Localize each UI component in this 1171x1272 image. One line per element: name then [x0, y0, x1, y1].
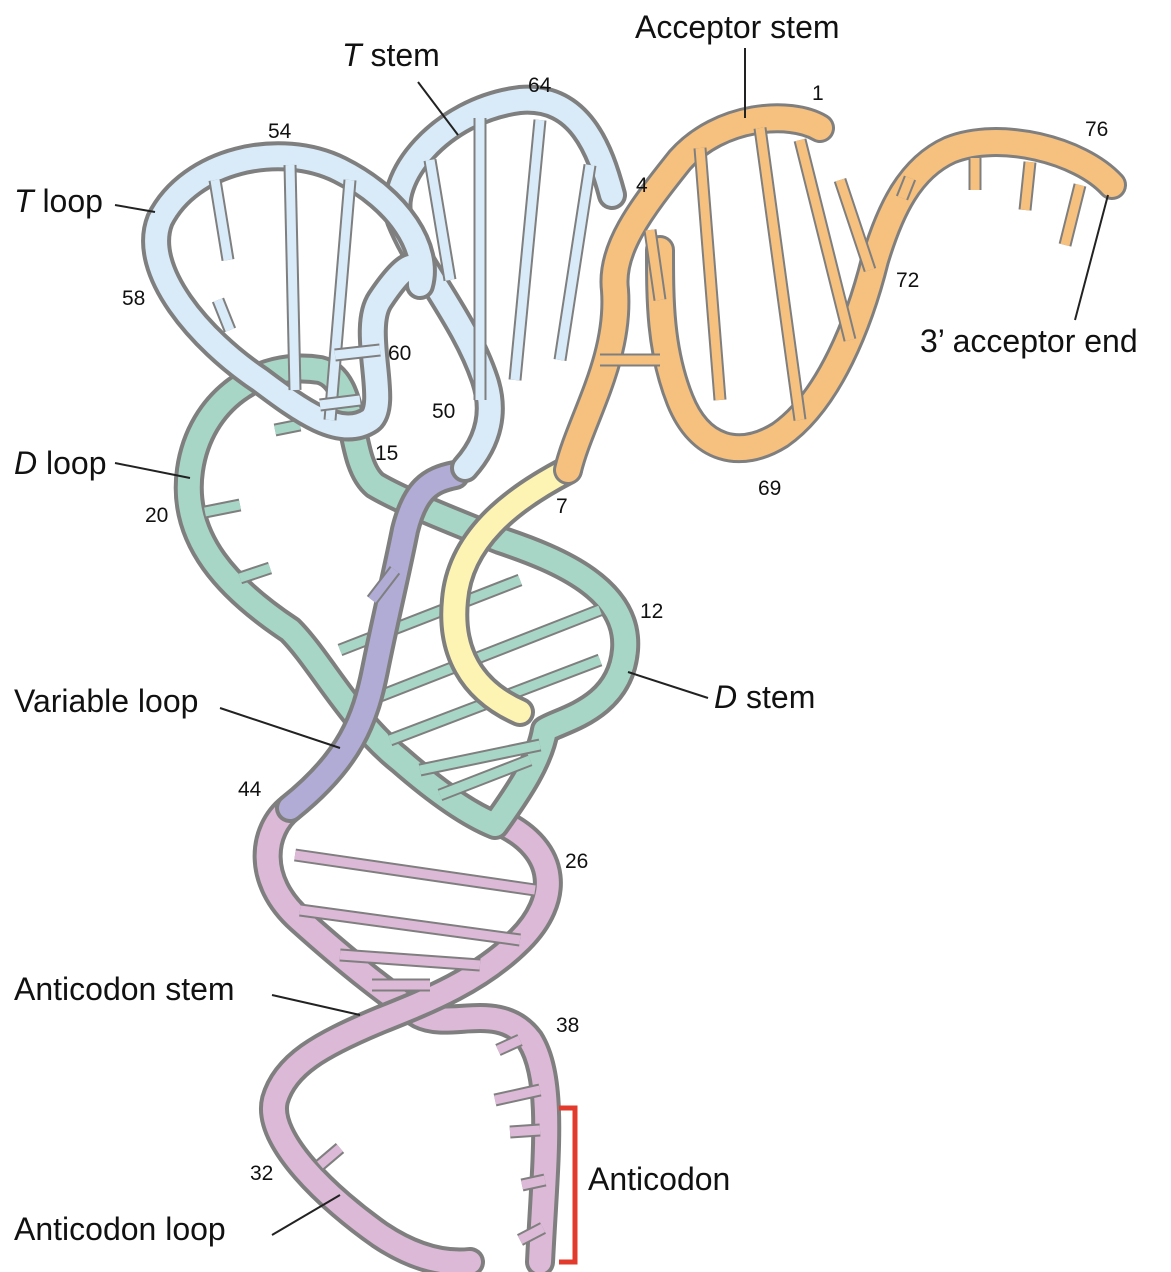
- base-stub: [510, 1130, 540, 1132]
- base-stub: [275, 425, 300, 430]
- leader-t-loop: [115, 205, 155, 212]
- label-anticodon: Anticodon: [588, 1161, 730, 1197]
- base-pair: [840, 180, 870, 270]
- pos-76: 76: [1085, 118, 1108, 141]
- leader-d-stem: [628, 672, 708, 698]
- pos-15: 15: [375, 442, 398, 465]
- pos-20: 20: [145, 504, 168, 527]
- base-stub: [218, 300, 230, 330]
- pos-26: 26: [565, 850, 588, 873]
- pos-50: 50: [432, 400, 455, 423]
- label-variable-loop: Variable loop: [14, 683, 198, 719]
- label-anticodon-stem: Anticodon stem: [14, 971, 235, 1007]
- base-stub: [240, 568, 270, 578]
- pos-12: 12: [640, 600, 663, 623]
- pos-32: 32: [250, 1162, 273, 1185]
- label-acceptor-stem: Acceptor stem: [635, 9, 840, 45]
- pos-44: 44: [238, 778, 262, 801]
- pos-38: 38: [556, 1014, 579, 1037]
- label-acceptor-end: 3’ acceptor end: [920, 323, 1138, 359]
- d-arm-strand: [189, 368, 626, 825]
- label-t-stem: T stem: [342, 37, 440, 73]
- leader-anticodon-loop: [272, 1195, 340, 1235]
- acceptor-strand-3prime: [660, 142, 1112, 448]
- label-t-loop: T loop: [14, 183, 103, 219]
- label-anticodon-loop: Anticodon loop: [14, 1211, 226, 1247]
- base-stub: [320, 400, 360, 405]
- base-stub: [215, 180, 228, 260]
- leader-variable-loop: [220, 708, 340, 748]
- base-stub: [290, 165, 295, 390]
- base-stub: [1025, 162, 1030, 210]
- base-pair: [700, 148, 720, 400]
- leader-anticodon-stem: [272, 995, 360, 1015]
- pos-69: 69: [758, 477, 781, 500]
- pos-1: 1: [812, 82, 824, 105]
- base-pair: [295, 855, 535, 890]
- anticodon-arm: [268, 808, 548, 1263]
- pos-64: 64: [528, 74, 552, 97]
- base-stub: [335, 350, 380, 355]
- pos-7: 7: [556, 495, 568, 518]
- base-stub: [522, 1180, 545, 1185]
- pos-60: 60: [388, 342, 411, 365]
- t-stem-base-pairs: [430, 118, 590, 400]
- pos-72: 72: [896, 269, 919, 292]
- base-pair: [760, 128, 800, 420]
- label-d-loop: D loop: [14, 445, 107, 481]
- d-arm: [189, 368, 626, 825]
- base-pair: [800, 140, 850, 340]
- base-pair: [560, 165, 590, 360]
- base-pair: [515, 120, 540, 380]
- pos-58: 58: [122, 287, 145, 310]
- pos-4: 4: [636, 174, 648, 197]
- leader-acceptor-end: [1075, 195, 1108, 320]
- anticodon-bracket: [559, 1108, 575, 1262]
- label-d-stem: D stem: [714, 679, 815, 715]
- acceptor-stem: [568, 118, 1112, 470]
- pos-54: 54: [268, 120, 292, 143]
